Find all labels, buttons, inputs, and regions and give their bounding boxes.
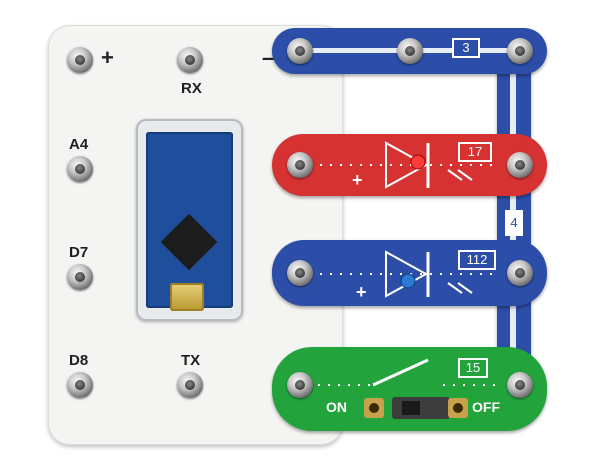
- board-d8-label: D8: [69, 352, 89, 369]
- plus-snap-stud[interactable]: [67, 47, 93, 73]
- switch-on-label: ON: [326, 399, 347, 415]
- board-minus-label: –: [262, 45, 275, 70]
- red-led-number: 17: [458, 142, 492, 162]
- a4-snap-stud[interactable]: [67, 156, 93, 182]
- blue-led-left-stud[interactable]: [287, 260, 313, 286]
- red-led-left-stud[interactable]: [287, 152, 313, 178]
- switch-left-stud[interactable]: [287, 372, 313, 398]
- switch-number: 15: [458, 358, 488, 378]
- switch-right-solder-pad: [448, 398, 468, 418]
- wire-3-left-stud[interactable]: [287, 38, 313, 64]
- switch-right-stud[interactable]: [507, 372, 533, 398]
- blue-led-plus-label: +: [356, 282, 367, 302]
- rx-snap-stud[interactable]: [177, 47, 203, 73]
- blue-led-number: 112: [458, 250, 496, 270]
- d7-snap-stud[interactable]: [67, 264, 93, 290]
- switch-symbol-icon: [318, 358, 498, 387]
- board-a4-label: A4: [69, 136, 89, 153]
- mini-usb-port[interactable]: [170, 283, 204, 311]
- blue-led-right-stud[interactable]: [507, 260, 533, 286]
- wire-3-right-stud[interactable]: [507, 38, 533, 64]
- slide-switch-toggle[interactable]: [392, 397, 450, 419]
- tx-snap-stud[interactable]: [177, 372, 203, 398]
- board-rx-label: RX: [181, 80, 202, 97]
- board-plus-label: +: [101, 45, 114, 70]
- wire-3-number: 3: [452, 38, 480, 58]
- switch-off-label: OFF: [472, 399, 500, 415]
- red-led-diode-symbol-icon: [320, 141, 500, 189]
- blue-led-piece[interactable]: [272, 240, 547, 306]
- red-led-right-stud[interactable]: [507, 152, 533, 178]
- red-led-piece[interactable]: [272, 134, 547, 196]
- blue-led-diode-symbol-icon: [320, 250, 500, 298]
- red-led-plus-label: +: [352, 170, 363, 190]
- wire-4-number: 4: [505, 210, 523, 236]
- wire-3-middle-stud[interactable]: [397, 38, 423, 64]
- board-tx-label: TX: [181, 352, 201, 369]
- d8-snap-stud[interactable]: [67, 372, 93, 398]
- board-d7-label: D7: [69, 244, 89, 261]
- switch-left-solder-pad: [364, 398, 384, 418]
